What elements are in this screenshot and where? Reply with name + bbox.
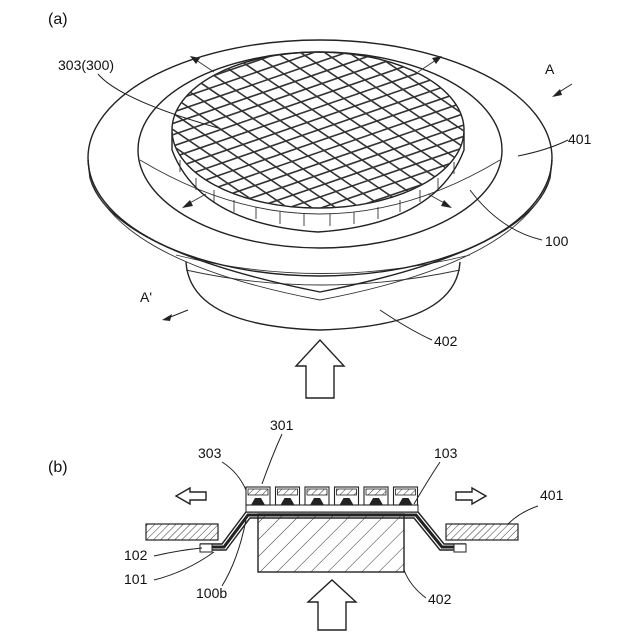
label-303-b: 303 [198, 445, 222, 461]
die-top-layer-301 [366, 489, 386, 495]
section-marker-a-prime: A' [140, 289, 188, 321]
adhesive-103-b [246, 505, 418, 512]
die-grid [0, 0, 640, 368]
push-arrow-b [308, 580, 356, 630]
label-402-a: 402 [434, 333, 458, 349]
label-402-b: 402 [428, 591, 452, 607]
grid-street [0, 68, 282, 368]
label-100b-b: 100b [196, 585, 227, 601]
panel-a: (a) [0, 0, 640, 398]
panel-a-tag: (a) [48, 11, 68, 28]
label-100-a: 100 [545, 233, 569, 249]
grid-street [0, 20, 638, 240]
ring-401-right-b [446, 524, 518, 540]
label-401-a: 401 [568, 131, 592, 147]
grid-street [0, 0, 594, 210]
arrow-down-right [428, 194, 452, 208]
arrow-up-left [190, 56, 214, 72]
push-arrow-a [296, 340, 344, 398]
die-top-layer-301 [248, 489, 268, 495]
grid-street [338, 0, 640, 198]
panel-b-tag: (b) [48, 459, 68, 476]
grid-street [162, 0, 602, 258]
die-303 [335, 487, 359, 505]
arrow-down-left [182, 194, 206, 208]
die-303 [394, 487, 418, 505]
grid-street [290, 0, 640, 214]
die-303 [305, 487, 329, 505]
svg-text:A': A' [140, 289, 152, 305]
die-top-layer-301 [278, 489, 298, 495]
label-103-b: 103 [434, 445, 458, 461]
grid-street [0, 5, 616, 225]
grid-street [0, 0, 506, 150]
grid-street [98, 0, 538, 280]
label-401-b: 401 [540, 487, 564, 503]
grid-street [0, 0, 572, 195]
section-marker-a: A [545, 61, 572, 97]
expander-402-b [258, 514, 404, 572]
grid-street [50, 0, 490, 297]
label-303-300: 303(300) [58, 57, 114, 73]
grid-street [0, 0, 528, 165]
expand-arrow-left-b [176, 488, 206, 504]
ring-401-left-b [146, 524, 218, 540]
ring-401-a [88, 40, 552, 300]
svg-text:A: A [545, 61, 555, 77]
expand-arrow-right-b [456, 488, 486, 504]
die-top-layer-301 [396, 489, 416, 495]
wafer-100-a [0, 0, 640, 368]
expander-body-a [176, 255, 470, 330]
label-301-b: 301 [270, 417, 294, 433]
grid-street [114, 0, 554, 275]
arrow-up-right [418, 56, 442, 72]
die-top-layer-301 [307, 489, 327, 495]
grid-street [0, 0, 550, 180]
grid-street [66, 0, 506, 291]
die-303 [276, 487, 300, 505]
wafer-edge-dies [180, 160, 454, 226]
label-102-b: 102 [124, 547, 148, 563]
die-top-layer-301 [337, 489, 357, 495]
label-101-b: 101 [124, 571, 148, 587]
die-303 [364, 487, 388, 505]
die-303 [246, 487, 270, 505]
grid-street [306, 0, 640, 209]
grid-street [354, 0, 640, 192]
grid-street [0, 0, 561, 188]
die-row-b [246, 487, 418, 505]
grid-street [119, 103, 640, 323]
panel-b: (b) 301 303 [48, 417, 564, 630]
